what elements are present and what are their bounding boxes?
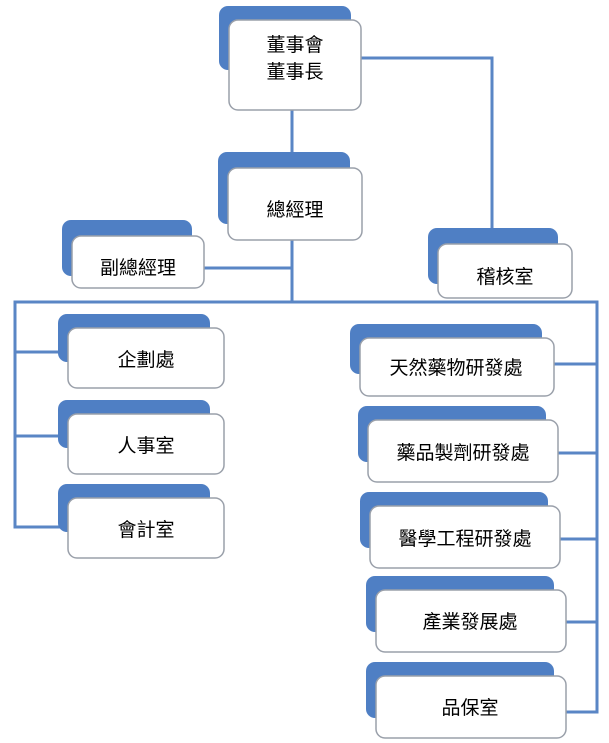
left-dept-1-label: 企劃處 xyxy=(117,349,174,371)
node-audit-office: 稽核室 xyxy=(428,228,573,299)
connectors xyxy=(13,56,599,714)
node-deputy-general-manager: 副總經理 xyxy=(62,220,205,289)
node-right-dept-2: 藥品製劑研發處 xyxy=(358,406,559,483)
left-dept-3-label: 會計室 xyxy=(117,519,174,541)
node-right-dept-3: 醫學工程研發處 xyxy=(360,492,561,569)
connector-chairman-audit xyxy=(354,56,494,234)
chairman-line2: 董事長 xyxy=(266,61,323,83)
node-right-dept-4: 產業發展處 xyxy=(366,576,567,653)
node-left-dept-2: 人事室 xyxy=(58,400,225,475)
right-dept-1-label: 天然藥物研發處 xyxy=(389,357,522,379)
chairman-line1: 董事會 xyxy=(266,34,323,56)
general-manager-label: 總經理 xyxy=(266,199,323,221)
right-dept-4-label: 產業發展處 xyxy=(422,611,517,633)
node-left-dept-3: 會計室 xyxy=(58,484,225,559)
node-general-manager: 總經理 xyxy=(218,152,363,241)
left-dept-2-label: 人事室 xyxy=(117,435,174,457)
node-right-dept-5: 品保室 xyxy=(366,662,567,739)
deputy-general-manager-label: 副總經理 xyxy=(100,257,176,279)
right-dept-3-label: 醫學工程研發處 xyxy=(398,528,531,550)
right-dept-5-label: 品保室 xyxy=(441,697,498,719)
node-right-dept-1: 天然藥物研發處 xyxy=(350,324,555,397)
right-dept-2-label: 藥品製劑研發處 xyxy=(396,442,529,464)
node-left-dept-1: 企劃處 xyxy=(58,314,225,389)
node-chairman: 董事會 董事長 xyxy=(219,6,362,111)
audit-office-label: 稽核室 xyxy=(476,266,533,288)
